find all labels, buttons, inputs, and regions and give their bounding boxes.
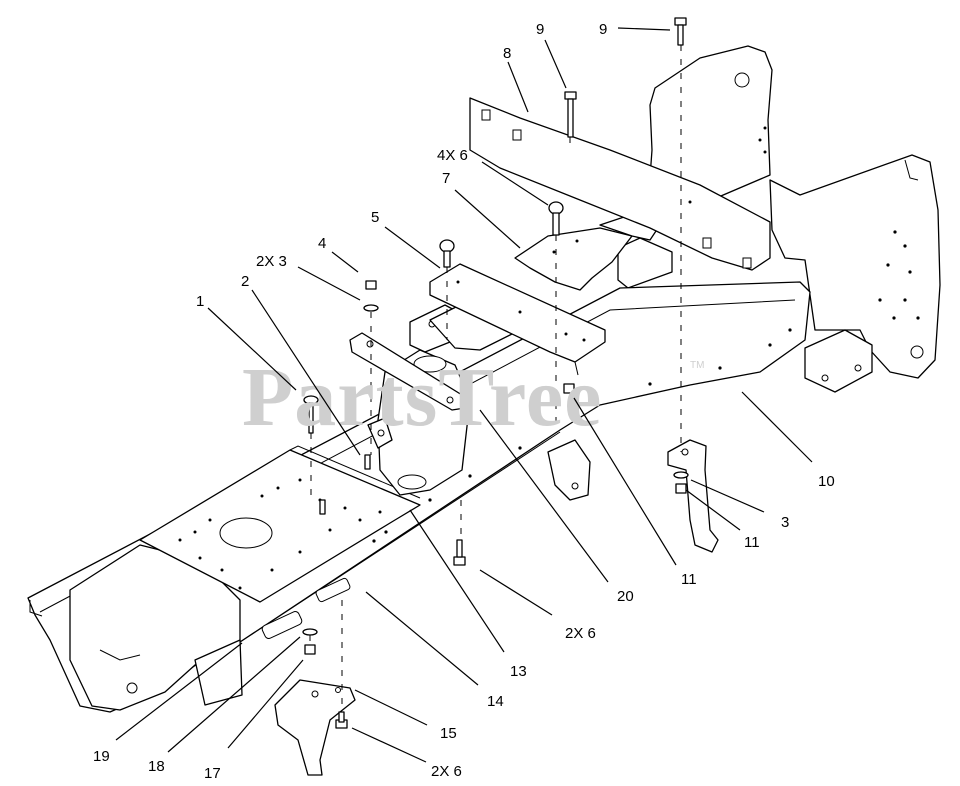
callout-2x3: 2X 3 (256, 253, 287, 270)
callout-4: 4 (318, 235, 326, 252)
part-8-bar (469, 97, 771, 271)
front-mounting-plate (139, 445, 421, 603)
svg-text:PartsTree: PartsTree (242, 351, 602, 444)
callout-15: 15 (440, 725, 457, 742)
callout-14: 14 (487, 693, 504, 710)
callout-9b: 9 (599, 21, 607, 38)
callout-labels: 1 2 2X 3 4 5 4X 6 7 8 9 9 10 3 11 11 20 … (93, 21, 835, 782)
callout-19: 19 (93, 748, 110, 765)
part-15-bracket (274, 679, 356, 776)
callout-7: 7 (442, 170, 450, 187)
callout-1: 1 (196, 293, 204, 310)
callout-3: 3 (781, 514, 789, 531)
callout-4x6: 4X 6 (437, 147, 468, 164)
callout-18: 18 (148, 758, 165, 775)
alignment-lines (309, 45, 682, 712)
callout-13: 13 (510, 663, 527, 680)
callout-2: 2 (241, 273, 249, 290)
callout-11a: 11 (744, 534, 760, 551)
part-3-strap (667, 439, 719, 553)
svg-text:TM: TM (690, 360, 704, 371)
callout-8: 8 (503, 45, 511, 62)
callout-20: 20 (617, 588, 634, 605)
callout-5: 5 (371, 209, 379, 226)
leader-lines (115, 27, 813, 763)
callout-17: 17 (204, 765, 221, 782)
callout-9a: 9 (536, 21, 544, 38)
callout-10: 10 (818, 473, 835, 490)
callout-11b: 11 (681, 571, 697, 588)
part-5-plate (429, 263, 606, 376)
part-2-bar (349, 332, 466, 411)
callout-2x6b: 2X 6 (431, 763, 462, 780)
callout-2x6a: 2X 6 (565, 625, 596, 642)
